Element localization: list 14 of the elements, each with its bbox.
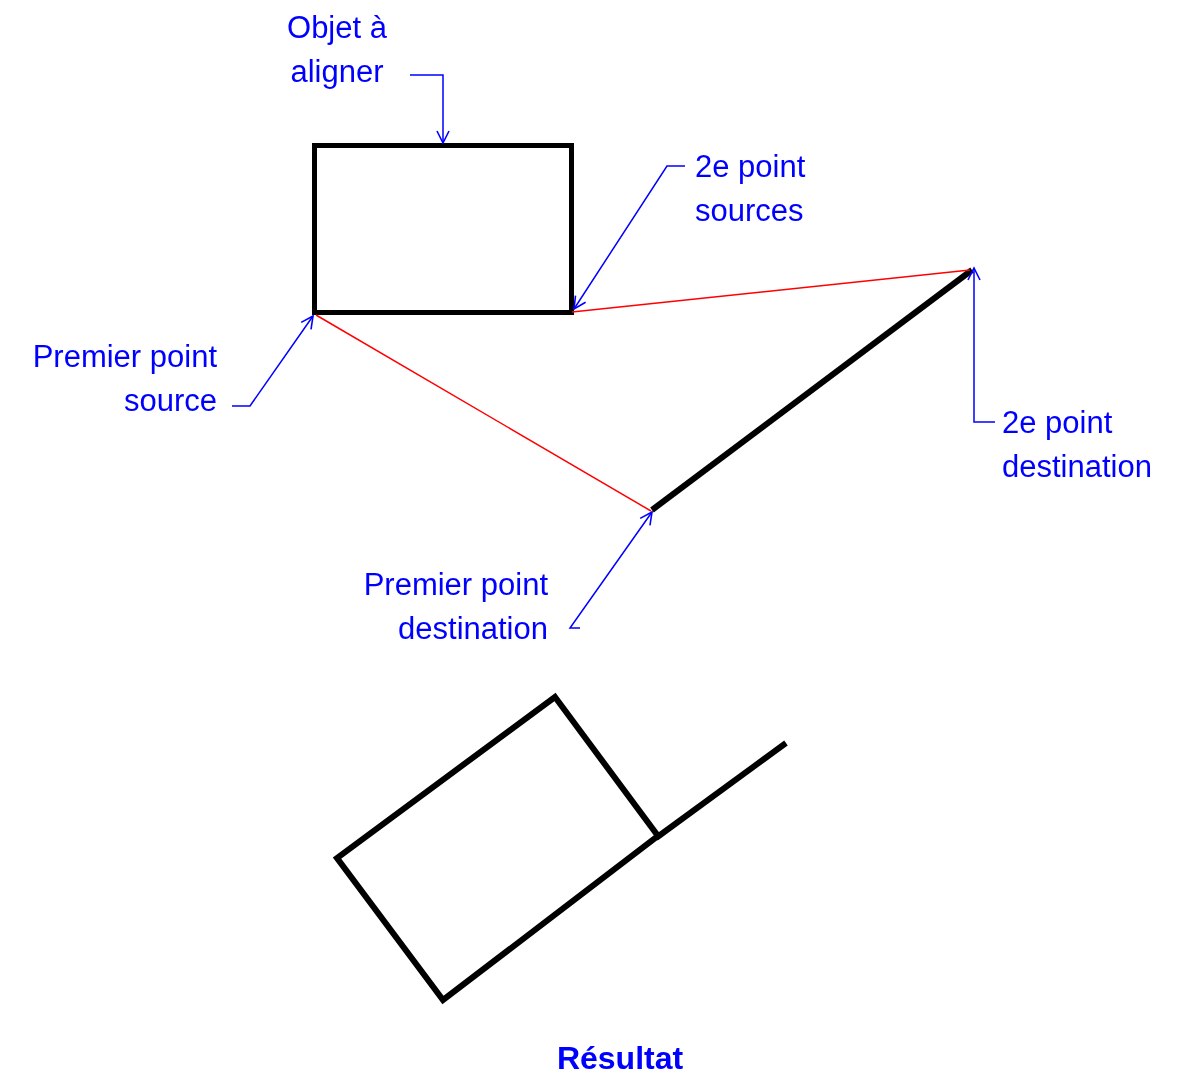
leader-line (573, 165, 686, 310)
leader-line (231, 315, 314, 407)
leader-line (967, 267, 996, 423)
leader-line (409, 74, 450, 144)
construction-line (315, 314, 652, 512)
callout-label: Objet à aligner (286, 9, 388, 91)
callout-label: 2e point destination (1002, 404, 1153, 486)
callout-label: Premier point destination (362, 566, 548, 648)
callout-label: Premier point source (31, 338, 217, 420)
rectangle-outline (312, 143, 574, 315)
callout-label: 2e point sources (695, 148, 807, 230)
caption: Résultat (555, 1039, 685, 1078)
construction-line (571, 269, 971, 313)
leader-line (568, 511, 653, 629)
